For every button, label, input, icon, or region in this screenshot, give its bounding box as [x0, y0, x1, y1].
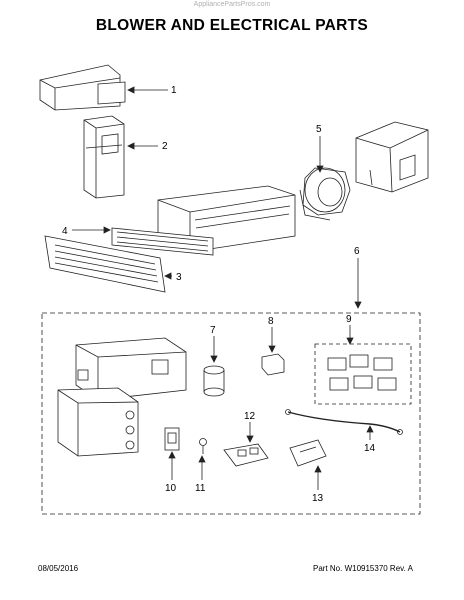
- watermark-text: AppliancePartsPros.com: [193, 1, 271, 8]
- callout-7: 7: [210, 325, 216, 336]
- part-9-group-outline: [314, 343, 412, 405]
- part-5-blower-assembly[interactable]: [299, 121, 429, 221]
- part-7-capacitor[interactable]: [203, 365, 225, 397]
- callout-8: 8: [268, 316, 274, 327]
- part-12-control-board[interactable]: [223, 443, 269, 467]
- electrical-control-box: [75, 337, 187, 401]
- callout-5: 5: [316, 124, 322, 135]
- leader-lines: [72, 86, 374, 490]
- callout-9: 9: [346, 314, 352, 325]
- page-title: BLOWER AND ELECTRICAL PARTS: [95, 17, 369, 34]
- footer-part-number: Part No. W10915370 Rev. A: [313, 564, 413, 573]
- callout-12: 12: [244, 411, 256, 422]
- part-3-front-grille[interactable]: [44, 235, 166, 293]
- part-4-louver-grille[interactable]: [111, 227, 214, 256]
- part-11-screw[interactable]: [199, 438, 207, 455]
- callout-14: 14: [364, 443, 376, 454]
- part-2-vertical-panel[interactable]: [83, 115, 125, 199]
- part-14-wire-harness[interactable]: [285, 409, 403, 435]
- part-10-switch[interactable]: [164, 427, 180, 451]
- callout-1: 1: [171, 85, 177, 96]
- callout-10: 10: [165, 483, 177, 494]
- callout-6: 6: [354, 246, 360, 257]
- callout-3: 3: [176, 272, 182, 283]
- part-13-module[interactable]: [289, 439, 327, 467]
- callout-11: 11: [195, 483, 206, 494]
- part-9-terminal-blocks[interactable]: [327, 354, 397, 391]
- part-1-cover-panel[interactable]: [39, 64, 126, 111]
- part-6-group-outline: [41, 312, 421, 515]
- callout-4: 4: [62, 226, 68, 237]
- footer-date: 08/05/2016: [38, 564, 79, 573]
- lower-electrical-box: [57, 387, 139, 457]
- callout-2: 2: [162, 141, 168, 152]
- callout-13: 13: [312, 493, 324, 504]
- part-8-relay[interactable]: [261, 353, 285, 376]
- callout-labels: 1 2 3 4 5 6 7 8 9 10 11 12 13 14: [62, 85, 376, 504]
